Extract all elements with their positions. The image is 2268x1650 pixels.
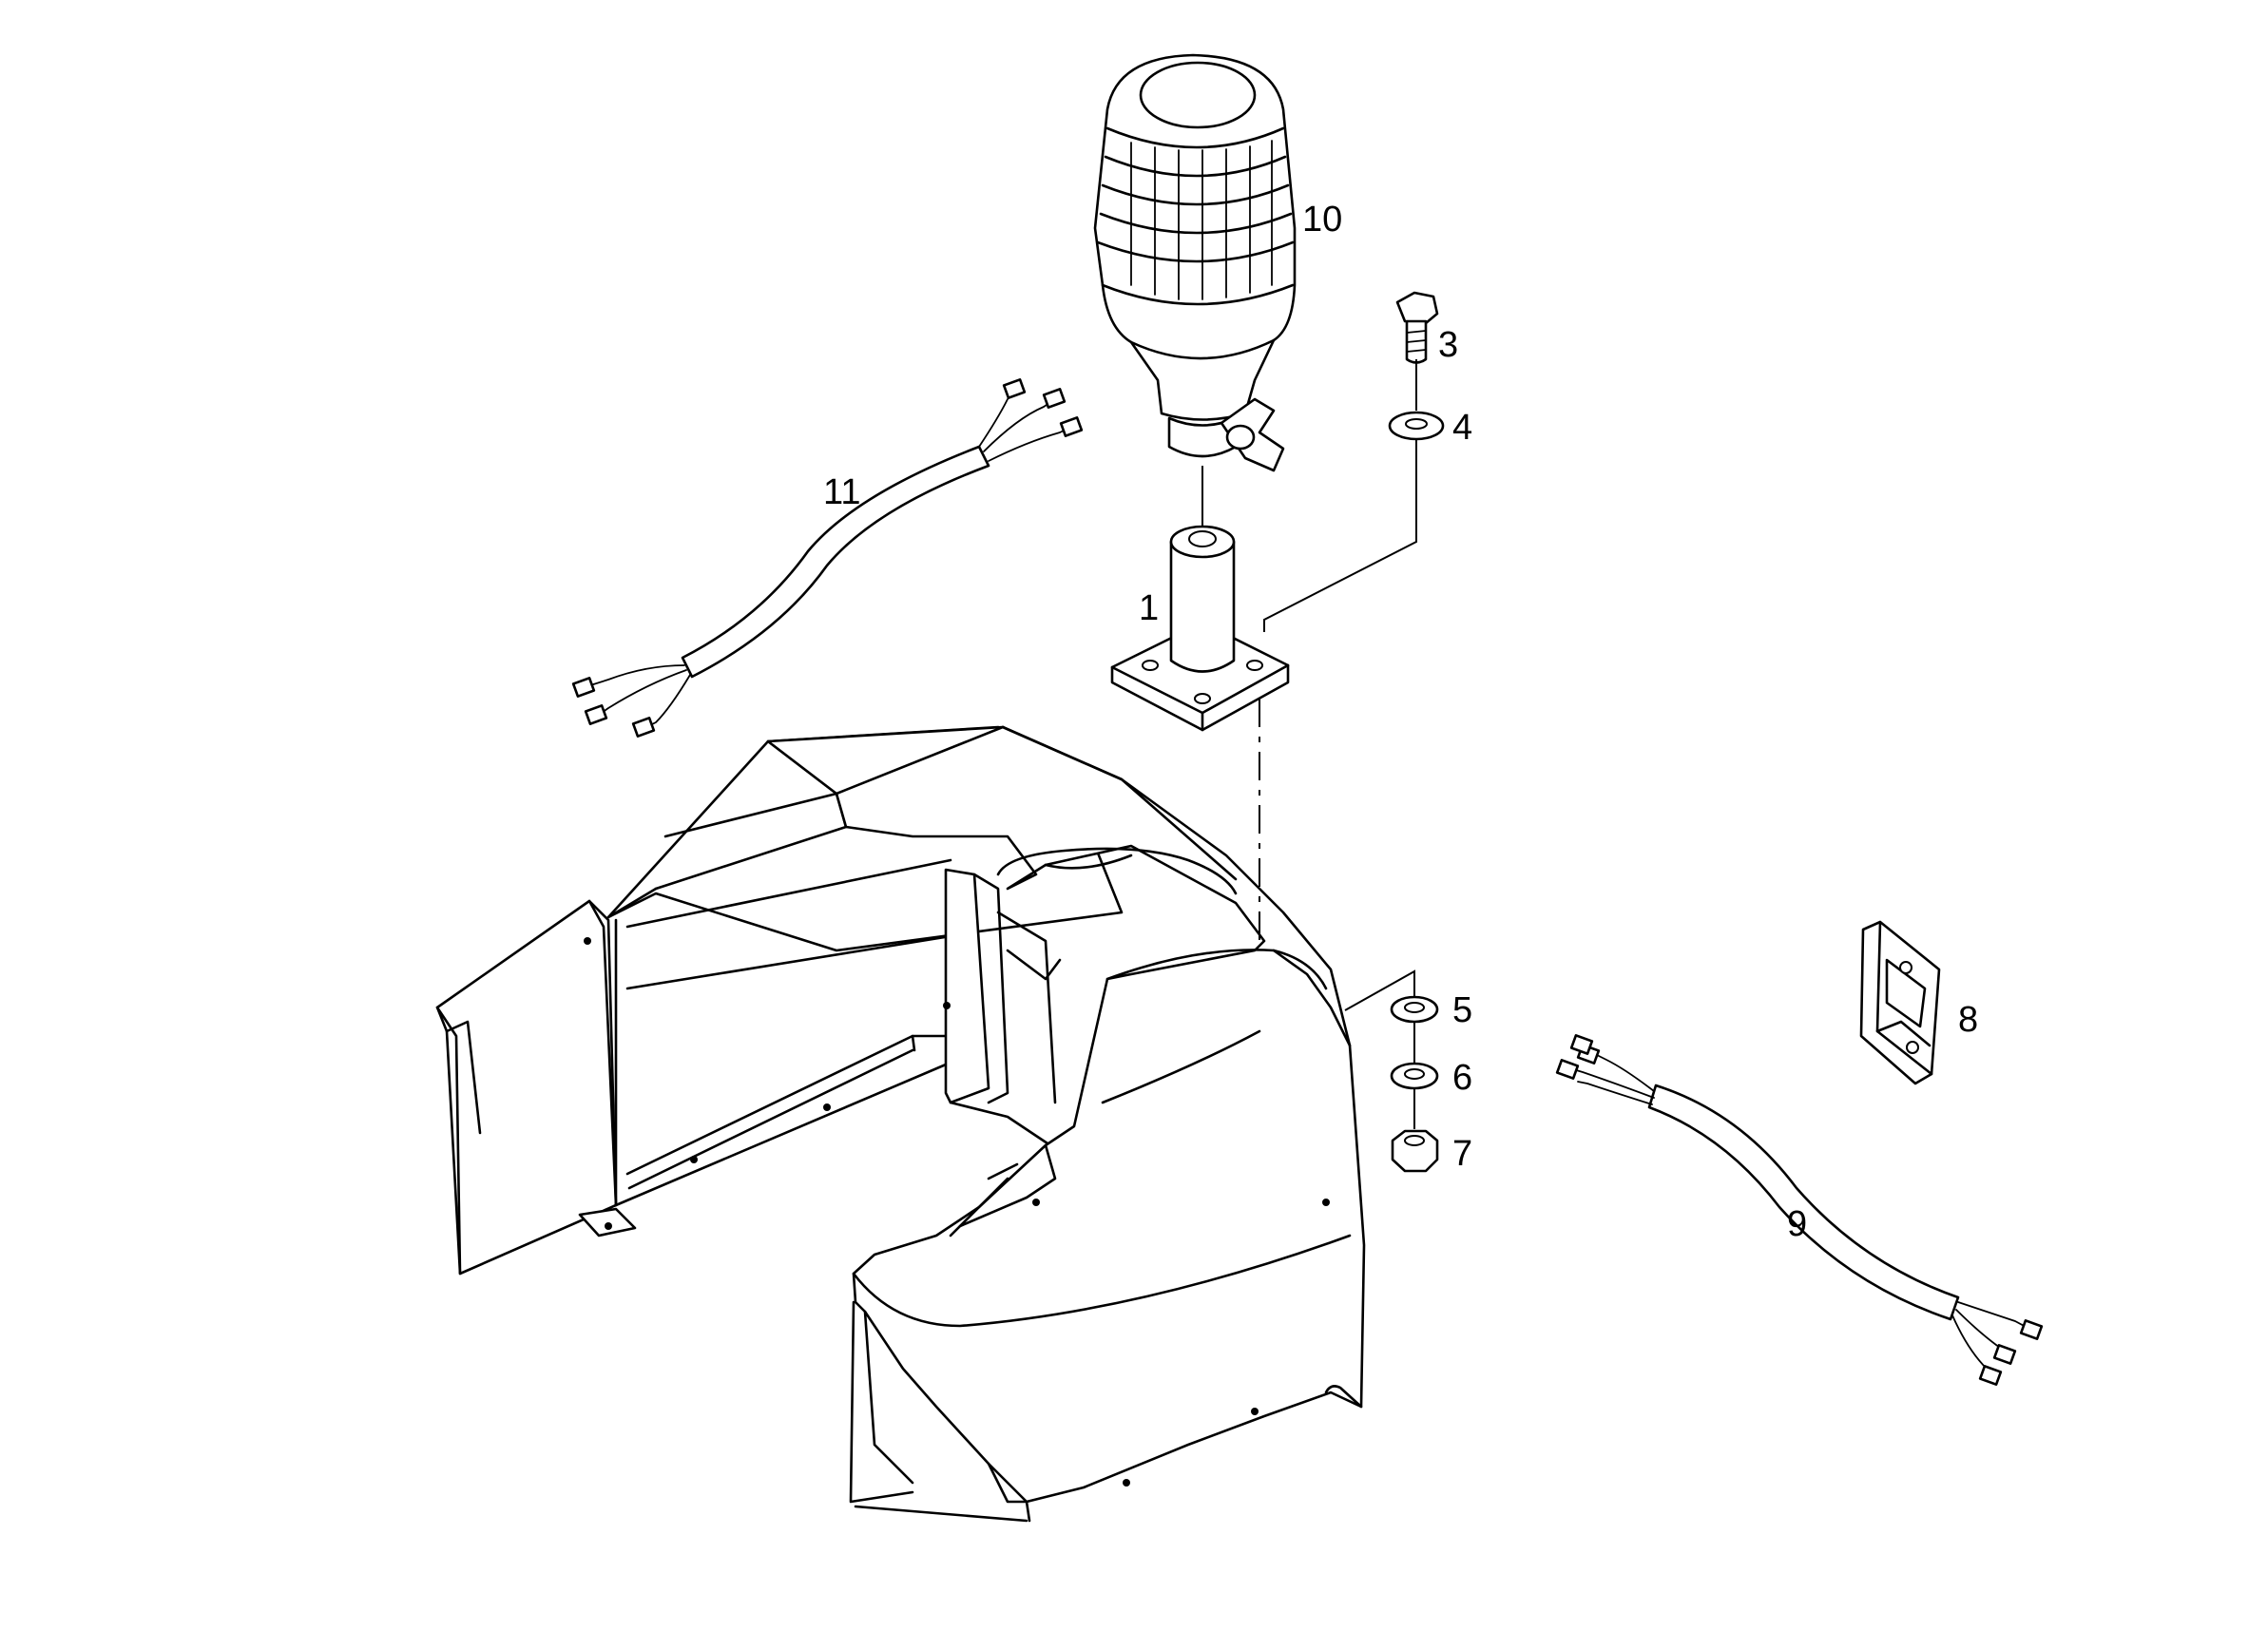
callout-labels: 1 3 4 5 6 7 8 9 10 11 xyxy=(823,200,1978,1244)
callout-4: 4 xyxy=(1452,408,1472,448)
callout-9: 9 xyxy=(1787,1204,1807,1244)
callout-11: 11 xyxy=(823,472,860,512)
washer-upper xyxy=(1388,411,1445,441)
washer-5 xyxy=(1390,995,1439,1024)
wire-harness-lower xyxy=(1555,1034,2044,1386)
bracket xyxy=(1859,920,1941,1085)
callout-10: 10 xyxy=(1302,200,1342,240)
callout-5: 5 xyxy=(1452,990,1472,1030)
callout-6: 6 xyxy=(1452,1058,1472,1098)
callout-7: 7 xyxy=(1452,1134,1472,1174)
beacon-light xyxy=(1093,53,1297,472)
fender-housing xyxy=(435,725,1366,1523)
washer-6 xyxy=(1390,1062,1439,1090)
wire-harness-upper xyxy=(571,378,1084,738)
nut-7 xyxy=(1391,1129,1439,1173)
assembly-lines xyxy=(1201,359,1417,1129)
bolt xyxy=(1395,291,1439,364)
callout-8: 8 xyxy=(1958,1000,1978,1040)
mounting-post xyxy=(1110,525,1290,732)
callout-1: 1 xyxy=(1139,588,1159,628)
callout-3: 3 xyxy=(1438,325,1458,365)
